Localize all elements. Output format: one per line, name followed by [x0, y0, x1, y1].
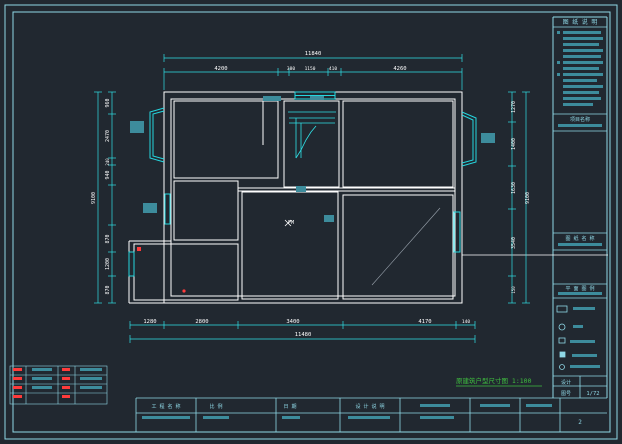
dim-left-seg-5: 870 — [105, 234, 111, 243]
legend-heading: 平 面 图 例 — [565, 285, 594, 292]
outer-border — [4, 4, 618, 440]
drawing-title: 原建筑户型尺寸图 1:100 — [456, 376, 532, 385]
dim-top-seg-2: 380 — [287, 66, 295, 72]
dimension-texts-vertical: 9100 960 2470 240 940 870 1200 870 1270 … — [91, 98, 531, 294]
notes-text-block — [557, 31, 603, 106]
room-bottom-right — [342, 194, 454, 300]
dim-left-seg-2: 2470 — [105, 130, 111, 142]
dim-bottom-seg-2: 2800 — [195, 319, 208, 325]
legend-light-icon — [558, 323, 566, 331]
drawing-number-label: 图号 — [561, 391, 571, 397]
legend-switch-icon — [558, 337, 566, 344]
dim-left-seg-1: 960 — [105, 98, 111, 107]
notes-heading: 图 纸 说 明 — [563, 18, 598, 26]
dim-left-seg-7: 870 — [105, 285, 111, 294]
window-left-middle — [164, 193, 171, 225]
sheet-number: 1/72 — [586, 391, 599, 397]
dimensions — [94, 54, 530, 343]
bottom-title-block: 工 程 名 称 比 例 日 期 设 计 说 明 2 — [135, 397, 607, 432]
window-right-bottom — [453, 211, 461, 253]
dim-right-seg-1: 1270 — [511, 101, 517, 113]
dim-right-seg-4: 3540 — [511, 237, 517, 249]
dim-left-seg-6: 1200 — [105, 258, 111, 270]
designer-label: 设计 — [561, 379, 571, 386]
dim-bottom-seg-4: 4170 — [418, 319, 431, 325]
room-top-right — [342, 100, 454, 188]
dim-top-seg-1: 4200 — [214, 66, 227, 72]
cursor-crosshair: PM — [284, 219, 294, 227]
window-bay-left — [149, 107, 165, 163]
floor-plan — [128, 91, 463, 304]
dim-left-overall: 9100 — [91, 192, 97, 204]
dim-bottom-seg-3: 3400 — [286, 319, 299, 325]
dim-bottom-overall: 11480 — [295, 332, 312, 338]
revision-table — [9, 365, 108, 405]
staircase — [288, 111, 336, 159]
outer-wall-outer — [163, 91, 463, 304]
sheet-frame — [4, 4, 618, 440]
dim-left-seg-3: 240 — [105, 158, 110, 166]
title-column: 图 纸 说 明 项目名称 图 纸 名 称 平 面 图 例 — [553, 18, 607, 398]
project-name-label: 项目名称 — [570, 116, 590, 123]
dim-bottom-seg-1: 1280 — [143, 319, 156, 325]
window-left-bottom — [128, 251, 135, 277]
legend-socket-icon — [559, 351, 566, 358]
cursor-label: PM — [288, 220, 294, 226]
dim-top-seg-3: 1150 — [305, 66, 316, 72]
project-name-cell: 工 程 名 称 — [151, 403, 180, 410]
dim-bottom-seg-5: 140 — [462, 319, 470, 325]
page-code: 2 — [578, 419, 582, 426]
outer-wall-inner — [170, 98, 456, 297]
legend-door-icon — [556, 305, 568, 313]
legend-outlet-icon — [559, 364, 565, 370]
inner-border — [12, 11, 611, 433]
red-markers — [137, 247, 186, 293]
dim-right-seg-3: 1630 — [511, 182, 517, 194]
dim-right-seg-5: 150 — [511, 286, 516, 294]
marker-red-2 — [182, 289, 186, 293]
room-living — [241, 191, 339, 300]
windows — [128, 91, 477, 277]
door-swing-line — [371, 207, 441, 286]
dim-top-seg-5: 4260 — [393, 66, 406, 72]
dimension-texts: 11840 4200 380 1150 410 4260 1280 2800 3… — [143, 51, 470, 338]
legend-symbols — [556, 305, 600, 370]
design-notes-cell: 设 计 说 明 — [355, 403, 384, 410]
dim-right-overall: 9100 — [525, 192, 531, 204]
dim-left-seg-4: 940 — [105, 170, 111, 179]
dim-top-seg-4: 410 — [329, 66, 337, 72]
dim-top-overall: 11840 — [305, 51, 322, 57]
stairwell — [283, 100, 340, 188]
dim-right-seg-2: 1400 — [511, 138, 517, 150]
room-top-left — [173, 100, 279, 179]
date-cell: 日 期 — [283, 404, 296, 410]
drawing-name-label: 图 纸 名 称 — [565, 235, 594, 242]
marker-red-1 — [137, 247, 141, 251]
room-bottom-left — [133, 243, 239, 301]
window-bay-right — [461, 111, 477, 167]
room-labels — [130, 96, 495, 222]
room-middle-left — [173, 180, 239, 241]
scale-cell: 比 例 — [209, 403, 222, 410]
